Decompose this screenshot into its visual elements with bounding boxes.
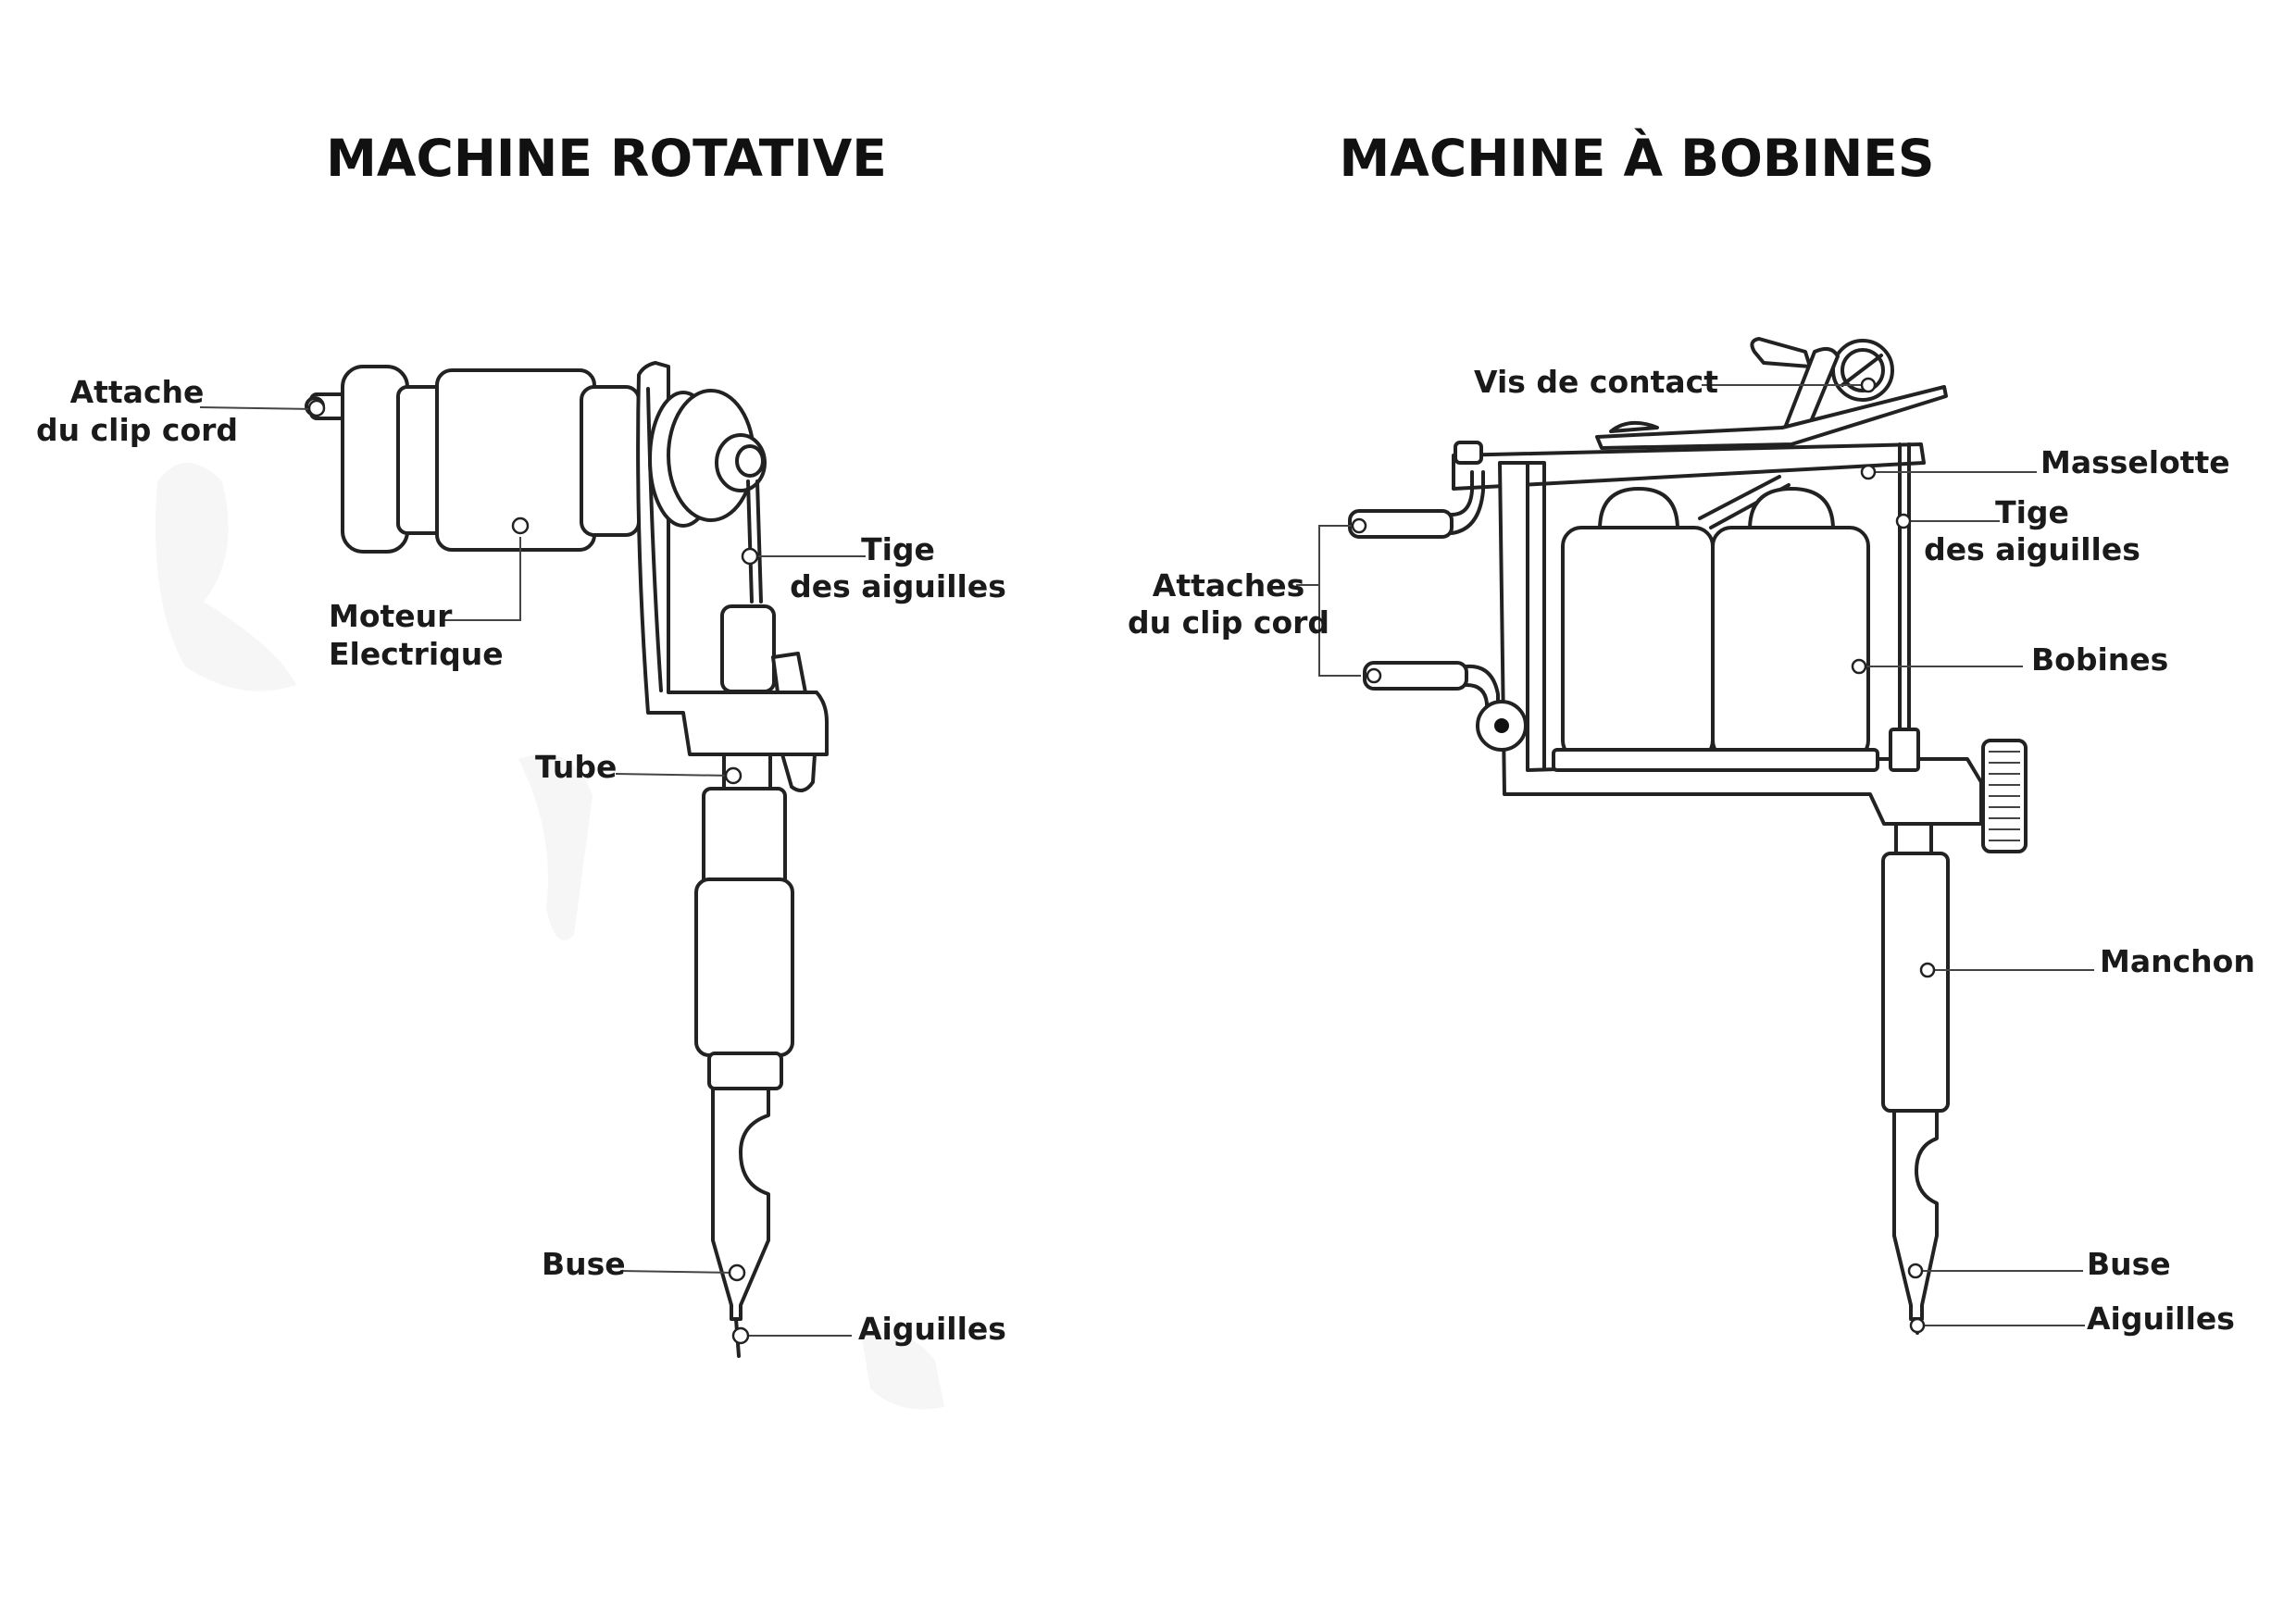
rotary-label-tube: Tube: [535, 749, 617, 785]
rotary-label-motor-line1: Moteur: [329, 598, 453, 634]
rotary-machine-section: MACHINE ROTATIVE: [36, 129, 1006, 1358]
coil-anchor-dots: [1351, 377, 1936, 1334]
background-ghost-shapes: [156, 463, 944, 1410]
coil-leader-lines: [1296, 384, 2094, 1326]
coil-label-armature-bar: Masselotte: [2040, 444, 2230, 480]
coil-title: MACHINE À BOBINES: [1340, 129, 1935, 188]
coil-label-rod-line2: des aiguilles: [1924, 531, 2140, 567]
coil-label-clip-cord-line1: Attaches: [1153, 567, 1304, 604]
rotary-label-tip: Buse: [542, 1246, 626, 1282]
rotary-label-motor-line2: Electrique: [329, 636, 504, 672]
rotary-labels: Attache du clip cord Moteur Electrique T…: [36, 374, 1006, 1347]
rotary-label-clip-cord-line1: Attache: [70, 374, 205, 410]
rotary-label-needles: Aiguilles: [858, 1311, 1006, 1347]
coil-machine-drawing: [1348, 337, 2028, 1335]
rotary-label-rod-line2: des aiguilles: [790, 568, 1006, 604]
rotary-machine-drawing: [305, 361, 829, 1358]
coil-label-coils: Bobines: [2031, 641, 2168, 678]
coil-label-contact-screw: Vis de contact: [1474, 364, 1718, 400]
coil-label-grip: Manchon: [2100, 943, 2255, 979]
coil-label-rod-line1: Tige: [1995, 494, 2069, 530]
coil-label-tip: Buse: [2087, 1246, 2171, 1282]
rotary-title: MACHINE ROTATIVE: [326, 129, 887, 188]
rotary-label-rod-line1: Tige: [861, 531, 935, 567]
coil-labels: Vis de contact Masselotte Tige des aigui…: [1128, 364, 2255, 1337]
rotary-anchor-dots: [307, 399, 759, 1345]
rotary-leader-lines: [199, 406, 866, 1337]
rotary-label-clip-cord-line2: du clip cord: [36, 412, 238, 448]
coil-label-needles: Aiguilles: [2087, 1301, 2235, 1337]
coil-machine-section: MACHINE À BOBINES: [1128, 129, 2255, 1337]
coil-label-clip-cord-line2: du clip cord: [1128, 604, 1329, 641]
